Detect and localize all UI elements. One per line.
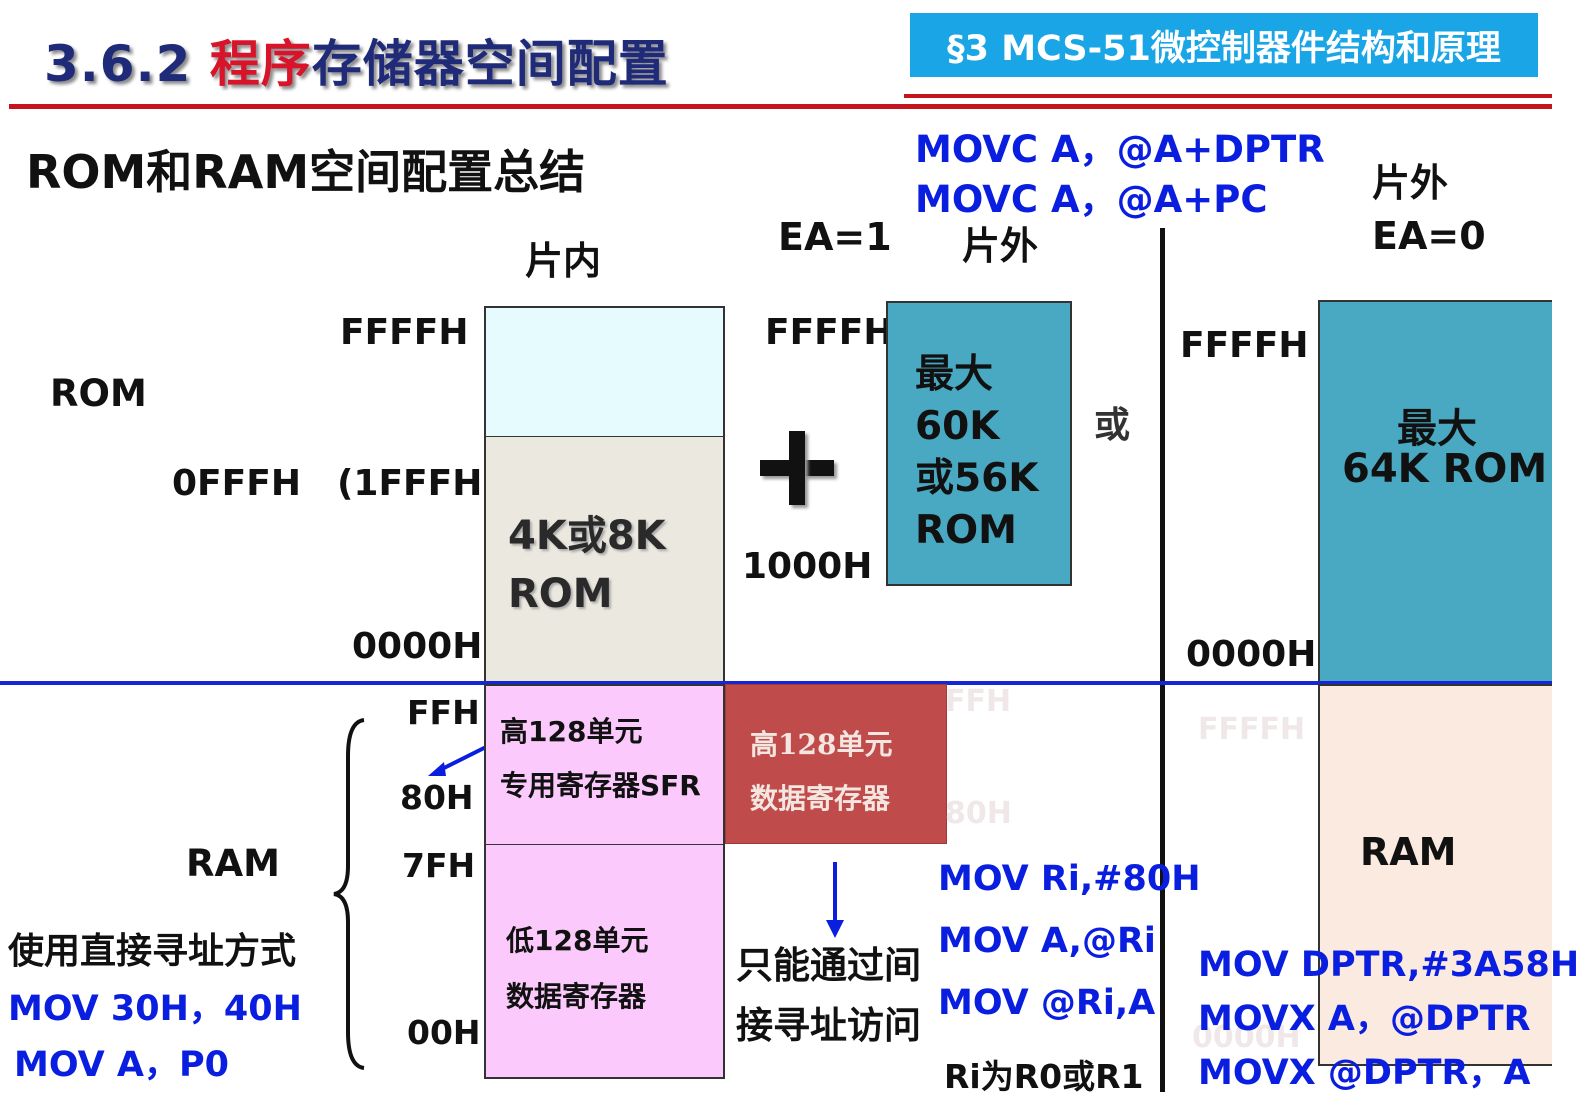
ghost-ffh: FFH [945,684,1012,719]
ram-low-line-2: 数据寄存器 [506,980,647,1013]
or-label: 或 [1094,405,1131,446]
ghost-0000h: 0000H [1192,1020,1301,1055]
extra-high-line-1: 高128单元 [750,728,893,761]
movc-instructions: MOVC A，@A+DPTR MOVC A，@A+PC [915,125,1325,225]
external-ram-label: RAM [1360,830,1457,874]
title-highlight: 程序 [209,35,312,93]
movx-code-3: MOVX @DPTR，A [1198,1053,1531,1093]
title-number: 3.6.2 [44,35,210,93]
ram-low-block: 低128单元 数据寄存器 [484,844,725,1079]
external-ram-block: RAM [1318,684,1552,1066]
section-badge: §3 MCS-51微控制器件结构和原理 [910,13,1538,77]
ea-divider [1160,228,1165,1092]
ram-brace-icon [333,718,365,1070]
indirect-code: MOV Ri,#80H MOV A,@Ri MOV @Ri,A [938,848,1200,1034]
indirect-code-2: MOV A,@Ri [938,921,1156,961]
ghost-ffffh: FFFFH [1198,712,1306,747]
ghost-80h: 80H [945,796,1012,831]
sfr-arrow-icon [428,742,493,776]
addr-ffffh-ext1: FFFFH [765,312,894,353]
addr-ffffh-ext0: FFFFH [1180,325,1309,366]
internal-rom-size: 4K或8K [508,513,666,559]
internal-rom-block: 4K或8K ROM [484,436,725,683]
ext1-line-3: 或56K [915,456,1039,501]
plus-icon-v [789,431,805,505]
indirect-arrow-icon [826,862,844,938]
addr-00h: 00H [407,1013,481,1052]
internal-header: 片内 [525,239,602,283]
movc-dptr: MOVC A，@A+DPTR [915,128,1325,171]
addr-ffh: FFH [407,693,480,732]
ram-high-line-1: 高128单元 [500,715,643,748]
ext1-line-1: 最大 [915,352,994,397]
addr-ffffh-internal: FFFFH [340,312,469,353]
header-divider-top [904,94,1552,98]
ext0-line-1: 最大 [1397,406,1477,452]
indirect-code-1: MOV Ri,#80H [938,859,1201,899]
indirect-note-line-2: 接寻址访问 [736,1004,921,1047]
direct-code-2: MOV A，P0 [14,1045,230,1085]
indirect-note-line-1: 只能通过间 [736,944,921,987]
external-header-ea1: 片外 [962,224,1039,268]
ram-high-line-2: 专用寄存器SFR [500,769,701,802]
ea0-label: EA=0 [1372,214,1486,258]
ram-low-line-1: 低128单元 [506,924,649,957]
external-rom-ea1-block: 最大 60K 或56K ROM [886,301,1072,586]
ext1-line-2: 60K [915,404,1000,449]
header-divider [9,104,1552,109]
page-title: 3.6.2 程序存储器空间配置 [44,24,669,96]
external-rom-ea1-text: 最大 60K 或56K ROM [915,349,1039,557]
ram-row-label: RAM [186,842,280,885]
indirect-note: 只能通过间 接寻址访问 [736,936,921,1056]
extra-high-line-2: 数据寄存器 [750,782,891,815]
slide-subtitle: ROM和RAM空间配置总结 [26,145,586,199]
internal-rom-text: ROM [508,571,613,617]
ext1-line-4: ROM [915,508,1017,553]
movx-code-2: MOVX A，@DPTR [1198,999,1531,1039]
internal-rom-upper [484,306,725,437]
addr-80h: 80H [400,778,474,817]
external-rom-ea0-block: 最大 64K ROM [1318,300,1552,683]
addr-7fh: 7FH [402,846,476,885]
rom-ram-divider [0,681,1552,685]
indirect-code-3: MOV @Ri,A [938,983,1156,1023]
ext0-line-2: 64K ROM [1342,446,1548,492]
ram-high-sfr-block: 高128单元 专用寄存器SFR [484,684,725,845]
ram-extra-high-block: 高128单元 数据寄存器 [725,684,947,844]
rom-row-label: ROM [50,372,147,415]
addr-0fffh: 0FFFH (1FFFH) [172,463,499,504]
ea1-label: EA=1 [778,215,892,259]
movx-code-1: MOV DPTR,#3A58H [1198,945,1579,985]
addr-0000h-ext0: 0000H [1186,634,1317,675]
direct-code-1: MOV 30H，40H [8,989,302,1029]
title-rest: 存储器空间配置 [311,35,669,93]
addr-0000h-internal: 0000H [352,626,483,667]
external-header-ea0: 片外 [1372,161,1449,205]
ri-note: Ri为R0或R1 [944,1057,1144,1096]
movc-pc: MOVC A，@A+PC [915,178,1268,221]
movx-code: MOV DPTR,#3A58H MOVX A，@DPTR MOVX @DPTR，… [1198,938,1579,1100]
addr-1000h: 1000H [742,546,873,587]
direct-label: 使用直接寻址方式 [8,931,297,972]
